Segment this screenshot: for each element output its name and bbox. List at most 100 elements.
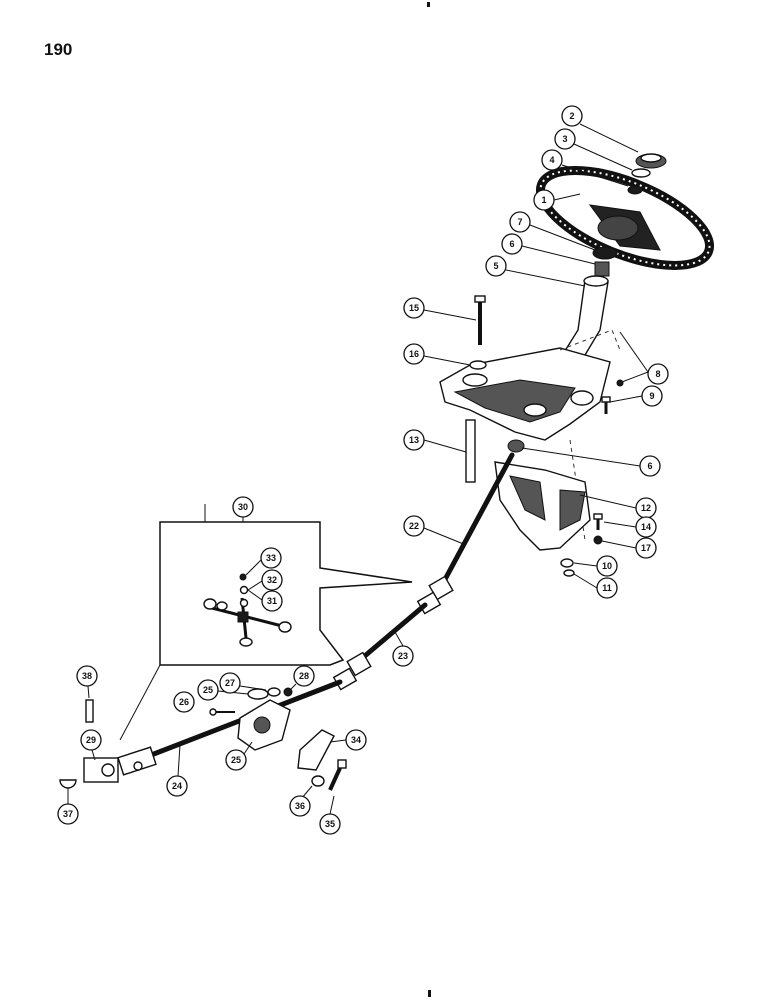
callout-33: 33 bbox=[245, 547, 282, 576]
callout-25-lower: 25 bbox=[225, 741, 253, 771]
cross-bearing-cup-b bbox=[216, 601, 228, 611]
callout-2-label: 2 bbox=[569, 111, 574, 121]
callout-17-label: 17 bbox=[641, 543, 651, 553]
callout-33-label: 33 bbox=[266, 553, 276, 563]
callout-9-label: 9 bbox=[649, 391, 654, 401]
callout-35: 35 bbox=[319, 795, 341, 835]
pin-dowel bbox=[465, 419, 476, 483]
bearing-seal bbox=[592, 246, 618, 260]
callout-4: 4 bbox=[541, 149, 629, 187]
washer-lower bbox=[563, 569, 575, 577]
callout-1-label: 1 bbox=[541, 195, 546, 205]
arm-washer bbox=[311, 775, 325, 787]
callout-5: 5 bbox=[485, 255, 586, 287]
callout-13-label: 13 bbox=[409, 435, 419, 445]
callout-16: 16 bbox=[403, 343, 471, 366]
callout-1: 1 bbox=[533, 189, 581, 211]
callout-32: 32 bbox=[247, 569, 283, 591]
callout-26-label: 26 bbox=[179, 697, 189, 707]
flange-half-upper bbox=[247, 688, 269, 700]
callout-14: 14 bbox=[603, 516, 657, 538]
callout-34-label: 34 bbox=[351, 735, 361, 745]
callout-6-upper: 6 bbox=[501, 233, 596, 265]
callout-17: 17 bbox=[601, 537, 657, 559]
cross-bearing-cup-c bbox=[278, 621, 292, 633]
nut bbox=[627, 185, 643, 195]
flange-bolt bbox=[209, 708, 235, 716]
callout-25-upper: 25 bbox=[197, 679, 249, 701]
cross-grease-fitting bbox=[239, 573, 247, 581]
u-joint-kit-box bbox=[119, 504, 413, 741]
steering-wheel bbox=[535, 166, 715, 270]
bracket-bolt bbox=[593, 513, 603, 530]
callout-25-lower-label: 25 bbox=[231, 755, 241, 765]
bearing-flange bbox=[237, 699, 291, 751]
callout-5-label: 5 bbox=[493, 261, 498, 271]
callout-11-label: 11 bbox=[602, 583, 612, 593]
column-support bbox=[439, 329, 621, 441]
callout-26: 26 bbox=[173, 691, 195, 713]
callout-13: 13 bbox=[403, 429, 467, 453]
callout-12-label: 12 bbox=[641, 503, 651, 513]
callout-30: 30 bbox=[232, 496, 254, 522]
callout-32-label: 32 bbox=[267, 575, 277, 585]
lower-universal-joint bbox=[117, 746, 157, 776]
upper-bearing bbox=[594, 261, 610, 277]
scan-mark-top bbox=[427, 2, 430, 7]
callout-27-label: 27 bbox=[225, 678, 235, 688]
callout-12: 12 bbox=[579, 494, 657, 519]
callout-34: 34 bbox=[329, 729, 367, 751]
callout-2: 2 bbox=[561, 105, 639, 153]
woodruff-key bbox=[59, 779, 77, 789]
callout-31: 31 bbox=[247, 589, 283, 612]
callout-8-label: 8 bbox=[655, 369, 660, 379]
callout-36: 36 bbox=[289, 785, 313, 817]
callout-24-label: 24 bbox=[172, 781, 182, 791]
nut-lower bbox=[560, 558, 574, 568]
scan-mark-bottom bbox=[428, 990, 431, 997]
capscrew-long bbox=[474, 295, 486, 345]
callout-29: 29 bbox=[80, 729, 102, 761]
callout-25-upper-label: 25 bbox=[203, 685, 213, 695]
callout-14-label: 14 bbox=[641, 522, 651, 532]
lower-steering-shaft bbox=[125, 679, 343, 767]
callout-31-label: 31 bbox=[267, 596, 277, 606]
callout-28-label: 28 bbox=[299, 671, 309, 681]
callout-27: 27 bbox=[219, 672, 267, 694]
callout-23: 23 bbox=[392, 631, 414, 667]
callout-30-label: 30 bbox=[238, 502, 248, 512]
callout-8: 8 bbox=[619, 331, 669, 385]
steering-arm bbox=[297, 729, 335, 771]
callout-24: 24 bbox=[166, 744, 188, 797]
callout-10: 10 bbox=[573, 555, 618, 577]
cap-screw-small bbox=[601, 396, 611, 414]
callout-37-label: 37 bbox=[63, 809, 73, 819]
lower-bracket bbox=[494, 461, 591, 551]
cross-snap-ring bbox=[239, 585, 249, 595]
callout-29-label: 29 bbox=[86, 735, 96, 745]
washer-upper bbox=[469, 360, 487, 370]
callout-15-label: 15 bbox=[409, 303, 419, 313]
cross-seal bbox=[239, 598, 249, 608]
callout-6-lower-label: 6 bbox=[647, 461, 652, 471]
bracket-washer bbox=[593, 535, 603, 545]
arm-bolt bbox=[328, 759, 347, 791]
callout-16-label: 16 bbox=[409, 349, 419, 359]
rollpin bbox=[85, 699, 94, 723]
callout-6-lower: 6 bbox=[521, 447, 661, 477]
callout-15: 15 bbox=[403, 297, 477, 321]
callout-3-label: 3 bbox=[562, 134, 567, 144]
callout-37: 37 bbox=[57, 788, 79, 825]
flange-clip bbox=[267, 687, 281, 697]
horn-cap bbox=[635, 153, 667, 169]
callout-35-label: 35 bbox=[325, 819, 335, 829]
callout-6-upper-label: 6 bbox=[509, 239, 514, 249]
callout-23-label: 23 bbox=[398, 651, 408, 661]
callout-22-label: 22 bbox=[409, 521, 419, 531]
callout-38-label: 38 bbox=[82, 671, 92, 681]
callout-3: 3 bbox=[554, 128, 633, 171]
callout-38: 38 bbox=[76, 665, 98, 699]
callout-7: 7 bbox=[509, 211, 596, 251]
lock-washer-small bbox=[616, 379, 624, 387]
